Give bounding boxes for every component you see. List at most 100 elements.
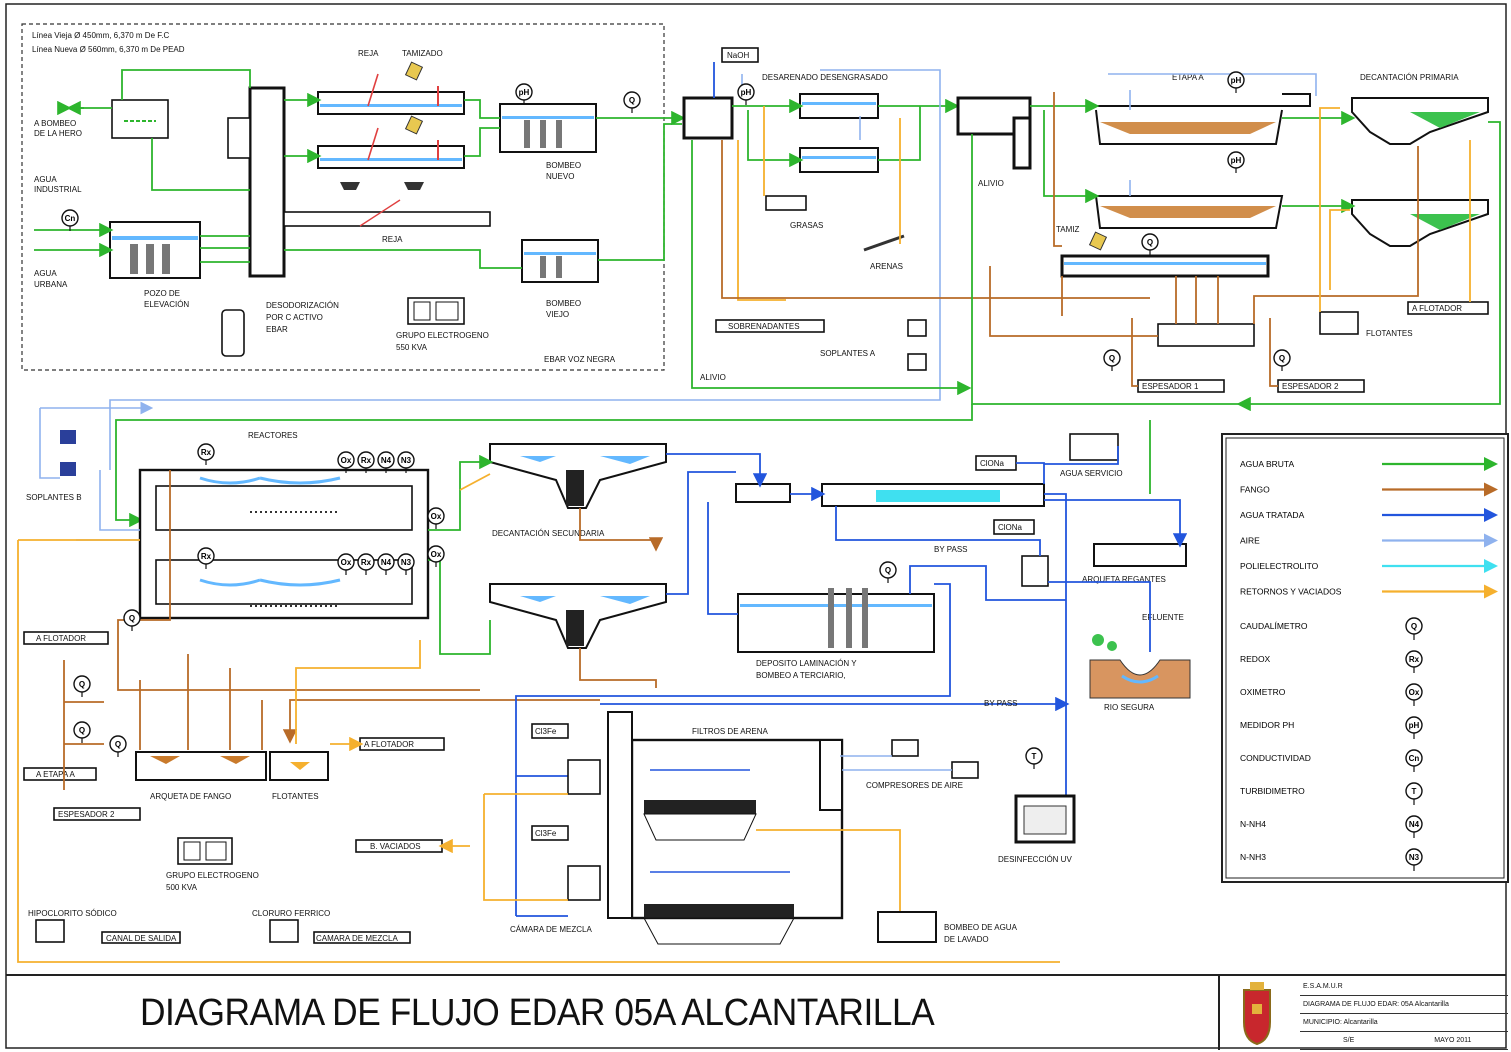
svg-text:Rx: Rx [361, 456, 372, 465]
tamiz-2 [406, 116, 423, 134]
svg-text:Q: Q [79, 726, 85, 735]
legend-instrument-label: N-NH3 [1240, 852, 1266, 862]
instrument-marker-icon: pH [1228, 72, 1244, 93]
svg-text:Q: Q [885, 566, 891, 575]
clona-2-label: ClONa [998, 523, 1023, 532]
a-bombeo-box [112, 100, 168, 138]
espesador-2b-label: ESPESADOR 2 [58, 810, 115, 819]
a-flotador-2-label: A FLOTADOR [36, 634, 86, 643]
instrument-marker-icon: Q [1104, 350, 1120, 371]
collector-side [228, 118, 250, 158]
collector-channel [250, 88, 284, 276]
camara-mezcla-1 [568, 760, 600, 794]
reactor-lane-2 [156, 560, 412, 604]
sobrenadantes-label: SOBRENADANTES [728, 322, 800, 331]
instrument-marker-icon: pH [738, 84, 754, 105]
compresor-2 [952, 762, 978, 778]
instrument-marker-icon: Q [1142, 234, 1158, 255]
agua-servicio-label: AGUA SERVICIO [1060, 469, 1123, 478]
decant-primaria-label: DECANTACIÓN PRIMARIA [1360, 73, 1459, 82]
grasas-label: GRASAS [790, 221, 823, 230]
a-bombeo-label-1: A BOMBEO [34, 119, 76, 128]
cartouche-line2: MUNICIPIO: Alcantarilla [1300, 1014, 1508, 1032]
screen-channel-1 [318, 92, 464, 114]
legend-instrument-label: TURBIDIMETRO [1240, 786, 1305, 796]
legend-instrument-label: CONDUCTIVIDAD [1240, 753, 1311, 763]
vaciados-label: B. VACIADOS [370, 842, 421, 851]
arenas-label: ARENAS [870, 262, 903, 271]
reja-bottom-label: REJA [382, 235, 403, 244]
soplante-b-2 [60, 462, 76, 476]
grupo-2-label-1: GRUPO ELECTROGENO [166, 871, 259, 880]
bombeo-nuevo-1: BOMBEO [546, 161, 581, 170]
svg-text:T: T [1412, 787, 1417, 796]
cloruro-label: CLORURO FERRICO [252, 909, 330, 918]
soplantes-b-label: SOPLANTES B [26, 493, 82, 502]
svg-text:Q: Q [1279, 354, 1285, 363]
filtros-label: FILTROS DE ARENA [692, 727, 769, 736]
svg-text:Rx: Rx [201, 448, 212, 457]
flotantes-1-tank [1320, 312, 1358, 334]
cartouche-info: E.S.A.M.U.R DIAGRAMA DE FLUJO EDAR: 05A … [1300, 978, 1508, 1050]
svg-text:N3: N3 [401, 456, 412, 465]
svg-text:Q: Q [1109, 354, 1115, 363]
efluente-label: EFLUENTE [1142, 613, 1184, 622]
legend-line-label: RETORNOS Y VACIADOS [1240, 587, 1342, 597]
grasas-container [766, 196, 806, 210]
instrument-marker-icon: Q [880, 562, 896, 583]
pump-2 [146, 244, 154, 274]
instrument-marker-icon: Q [110, 736, 126, 757]
header-note-1: Línea Vieja Ø 450mm, 6,370 m De F.C [32, 31, 169, 40]
legend-instrument-label: OXIMETRO [1240, 687, 1286, 697]
camara-mezcla-tag-label: CAMARA DE MEZCLA [316, 934, 398, 943]
desarenado-label: DESARENADO DESENGRASADO [762, 73, 888, 82]
camara-mezcla-2 [568, 866, 600, 900]
grupo-1-label-1: GRUPO ELECTROGENO [396, 331, 489, 340]
instrument-marker-icon: Q [1274, 350, 1290, 371]
desinfeccion-label: DESINFECCIÓN UV [998, 855, 1072, 864]
clona-1-label: ClONa [980, 459, 1005, 468]
svg-text:Ox: Ox [431, 512, 442, 521]
soplante-a-2 [908, 354, 926, 370]
agua-servicio-tank [1070, 434, 1118, 460]
svg-text:Ox: Ox [1409, 688, 1420, 697]
agua-urbana-1: AGUA [34, 269, 57, 278]
svg-text:Q: Q [79, 680, 85, 689]
bombeo-lavado-2: DE LAVADO [944, 935, 989, 944]
tamizado-label: TAMIZADO [402, 49, 443, 58]
a-flotador-1-label: A FLOTADOR [1412, 304, 1462, 313]
rio-segura-bank [1090, 660, 1190, 698]
deposito-label-1: DEPOSITO LAMINACIÓN Y [756, 659, 857, 668]
pozo-label-1: POZO DE [144, 289, 180, 298]
reja-label: REJA [358, 49, 379, 58]
instrument-marker-icon: Q [624, 92, 640, 113]
svg-text:T: T [1032, 752, 1037, 761]
svg-text:Q: Q [1411, 622, 1417, 631]
agua-industrial-2: INDUSTRIAL [34, 185, 82, 194]
svg-text:N3: N3 [1409, 853, 1420, 862]
cartouche-org: E.S.A.M.U.R [1300, 978, 1508, 996]
ebar-label: EBAR VOZ NEGRA [544, 355, 616, 364]
legend-instrument-label: CAUDALÍMETRO [1240, 621, 1308, 631]
naoh-label: NaOH [727, 51, 749, 60]
svg-text:pH: pH [1231, 156, 1242, 165]
svg-text:Rx: Rx [1409, 655, 1420, 664]
alivio-riser [1014, 118, 1030, 168]
deposito-label-2: BOMBEO A TERCIARIO, [756, 671, 846, 680]
svg-text:pH: pH [1409, 721, 1420, 730]
svg-text:N4: N4 [381, 558, 392, 567]
municipal-crest-icon [1236, 980, 1278, 1046]
legend-line-label: AIRE [1240, 536, 1260, 546]
clona-dosing-tank [1022, 556, 1048, 586]
a-etapa-a-label: A ETAPA A [36, 770, 76, 779]
espesador-1-label: ESPESADOR 1 [1142, 382, 1199, 391]
arqueta-fango-label: ARQUETA DE FANGO [150, 792, 231, 801]
agua-urbana-2: URBANA [34, 280, 68, 289]
instrument-marker-icon: Ox [428, 546, 444, 567]
instrument-marker-icon: pH [1228, 152, 1244, 173]
camara-mezcla-label: CÁMARA DE MEZCLA [510, 925, 592, 934]
page-title: DIAGRAMA DE FLUJO EDAR 05A ALCANTARILLA [140, 992, 934, 1035]
bombeo-lavado-1: BOMBEO DE AGUA [944, 923, 1018, 932]
filtros-inlet-column [608, 712, 632, 918]
